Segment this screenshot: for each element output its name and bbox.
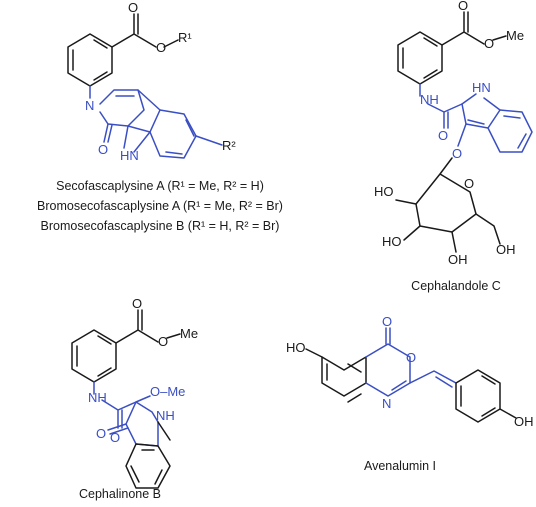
caption-bromosecofascaplysine-a: Bromosecofascaplysine A (R¹ = Me, R² = B… [37,199,283,213]
atom-o-amide: O [438,128,448,143]
atom-oh-1: OH [448,252,468,267]
atom-o-ketone: O [96,426,106,441]
atom-r1: R¹ [178,30,192,45]
atom-ho-1: HO [374,184,394,199]
atom-nh: HN [120,148,139,163]
structure-avenalumin-i: HO O O N OH Avenalumin I [286,314,534,473]
structure-cephalandole-c: O O Me NH O HN O O HO HO OH OH Cephaland… [374,0,533,293]
bonds-cephalinone-b [71,309,181,489]
atom-o-lactam: O [98,142,108,157]
atom-o-glycoside: O [452,146,462,161]
atom-ome: O–Me [150,384,185,399]
atom-o-ester: O [156,40,166,55]
atom-ho-2: HO [382,234,402,249]
caption-cephalinone-b: Cephalinone B [79,487,161,501]
atom-oh: OH [514,414,534,429]
atom-nh-amide: NH [420,92,439,107]
atom-o-ester: O [484,36,494,51]
atom-oh-2: OH [496,242,516,257]
atom-nh-amide: NH [88,390,107,405]
caption-avenalumin-i: Avenalumin I [364,459,436,473]
atom-o-amide: O [110,430,120,445]
atom-o-ester: O [158,334,168,349]
atom-o-carbonyl: O [382,314,392,329]
atom-n-ring: N [382,396,391,411]
atom-o-ring: O [464,176,474,191]
atom-me: Me [506,28,524,43]
atom-nh-ring: NH [156,408,175,423]
caption-bromosecofascaplysine-b: Bromosecofascaplysine B (R¹ = H, R² = Br… [41,219,280,233]
atom-o-ring: O [406,350,416,365]
atom-nh-indole: HN [472,80,491,95]
bonds-secofascaplysine [67,13,223,159]
caption-cephalandole-c: Cephalandole C [411,279,501,293]
atom-me: Me [180,326,198,341]
atom-o-carbonyl: O [128,0,138,15]
structure-cephalinone-b: O O Me NH O O–Me NH O Cephalinone B [71,296,198,501]
atom-n-pyridone: N [85,98,94,113]
atom-o-carbonyl: O [132,296,142,311]
atom-ho: HO [286,340,306,355]
caption-secofascaplysine-a: Secofascaplysine A (R¹ = Me, R² = H) [56,179,264,193]
bonds-avenalumin-i [305,327,517,423]
structure-secofascaplysine: O O R¹ N O HN R² Secofascaplysine A (R¹ … [37,0,283,233]
atom-r2: R² [222,138,236,153]
atom-o-carbonyl: O [458,0,468,13]
bonds-cephalandole-c [395,11,533,253]
